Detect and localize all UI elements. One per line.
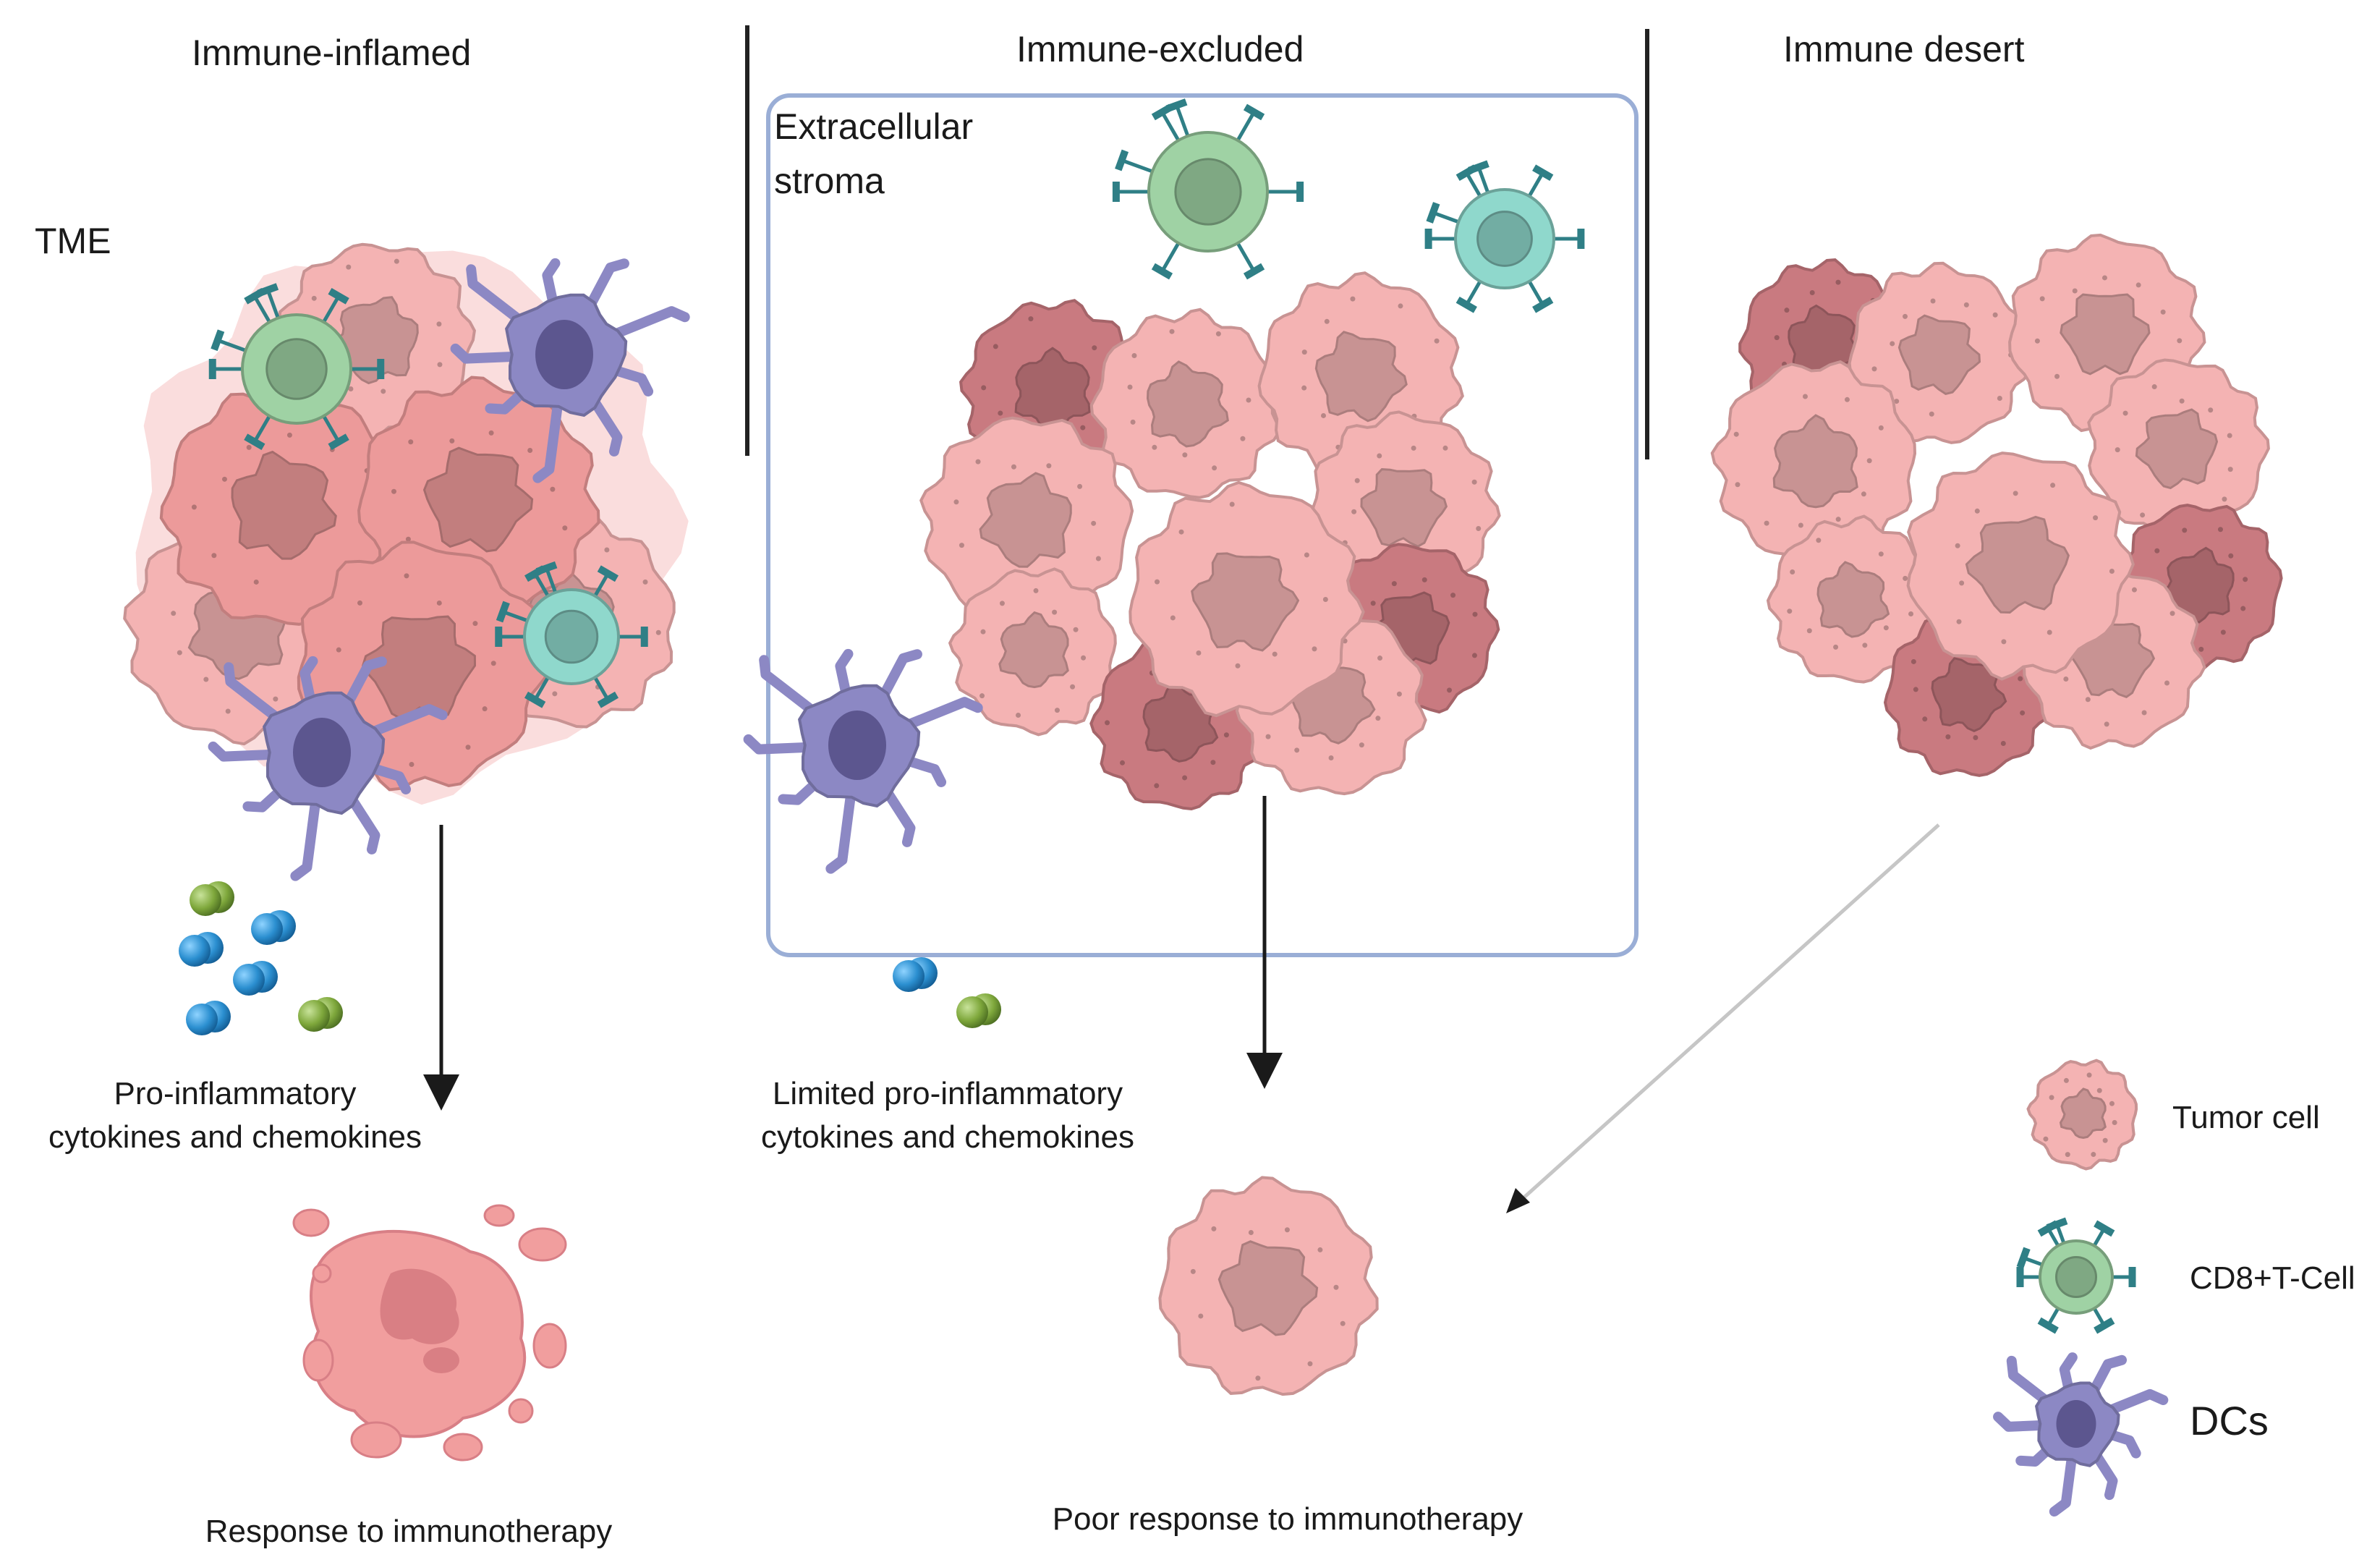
inflamed-cytokines-line2: cytokines and chemokines [48, 1119, 422, 1155]
tme-label: TME [35, 221, 111, 261]
t-cell-icon [1424, 160, 1585, 313]
outcome-poor-response: Poor response to immunotherapy [1052, 1501, 1523, 1537]
stroma-label-line2: stroma [774, 161, 885, 201]
legend-label-tumor-cell: Tumor cell [2172, 1100, 2320, 1135]
excluded-tumor-cluster [743, 98, 1585, 874]
dendritic-cell-icon [450, 258, 690, 483]
title-immune-desert: Immune desert [1783, 29, 2025, 69]
tumor-cell-icon [1089, 308, 1280, 499]
cytokine-blue-icon [251, 910, 296, 945]
tumor-cell-icon [1766, 514, 1935, 684]
cytokine-green-icon [298, 997, 343, 1032]
dendritic-cell-icon [1993, 1352, 2169, 1517]
tumor-cell-icon [1158, 1176, 1379, 1396]
stroma-label-line1: Extracellular [774, 106, 974, 147]
excluded-cytokines-line2: cytokines and chemokines [760, 1119, 1135, 1155]
legend-label-cd8-t-cell: CD8+T-Cell [2190, 1260, 2355, 1296]
title-immune-excluded: Immune-excluded [1016, 29, 1304, 69]
cytokine-green-icon [190, 881, 234, 916]
cd8-t-cell-icon [208, 283, 385, 451]
inflamed-tumor-cluster [123, 242, 690, 881]
cytokine-blue-icon [893, 957, 938, 992]
cytokine-green-icon [956, 993, 1001, 1028]
tumor-cell-icon [1906, 451, 2135, 681]
cytokine-particles [179, 881, 1001, 1035]
arrow-desert-to-poor-response [1510, 823, 1940, 1210]
tumor-cell-icon [1710, 360, 1917, 567]
tumor-cell-icon [948, 567, 1117, 737]
cd8-t-cell-icon [1112, 98, 1304, 280]
tumor-cell-icon [919, 416, 1134, 630]
outcome-response: Response to immunotherapy [205, 1514, 613, 1549]
tumor-cell-icon [2087, 358, 2270, 543]
legend-icons [1993, 1059, 2169, 1517]
lysed-tumor-cell-icon [292, 1204, 567, 1462]
single-tumor-cell-icon [1158, 1176, 1379, 1396]
tumor-cell-icon [1129, 480, 1365, 718]
inflamed-cytokines-line1: Pro-inflammatory [114, 1076, 357, 1111]
excluded-cytokines-line1: Limited pro-inflammatory [772, 1076, 1123, 1111]
dendritic-cell-icon [208, 656, 448, 881]
title-immune-inflamed: Immune-inflamed [192, 33, 472, 73]
dendritic-cell-icon [743, 648, 983, 874]
t-cell-icon [495, 561, 648, 708]
desert-tumor-cluster [1710, 233, 2283, 777]
tumor-cell-icon [2026, 1059, 2138, 1171]
extracellular-stroma-box [766, 93, 1639, 957]
cytokine-blue-icon [179, 932, 224, 967]
cytokine-blue-icon [186, 1001, 231, 1035]
cytokine-blue-icon [233, 961, 278, 996]
cd8-t-cell-icon [2016, 1217, 2136, 1334]
arrow-desert-head [1506, 1188, 1530, 1213]
legend-label-dcs: DCs [2190, 1398, 2269, 1443]
tumor-cell-icon [1848, 261, 2032, 444]
